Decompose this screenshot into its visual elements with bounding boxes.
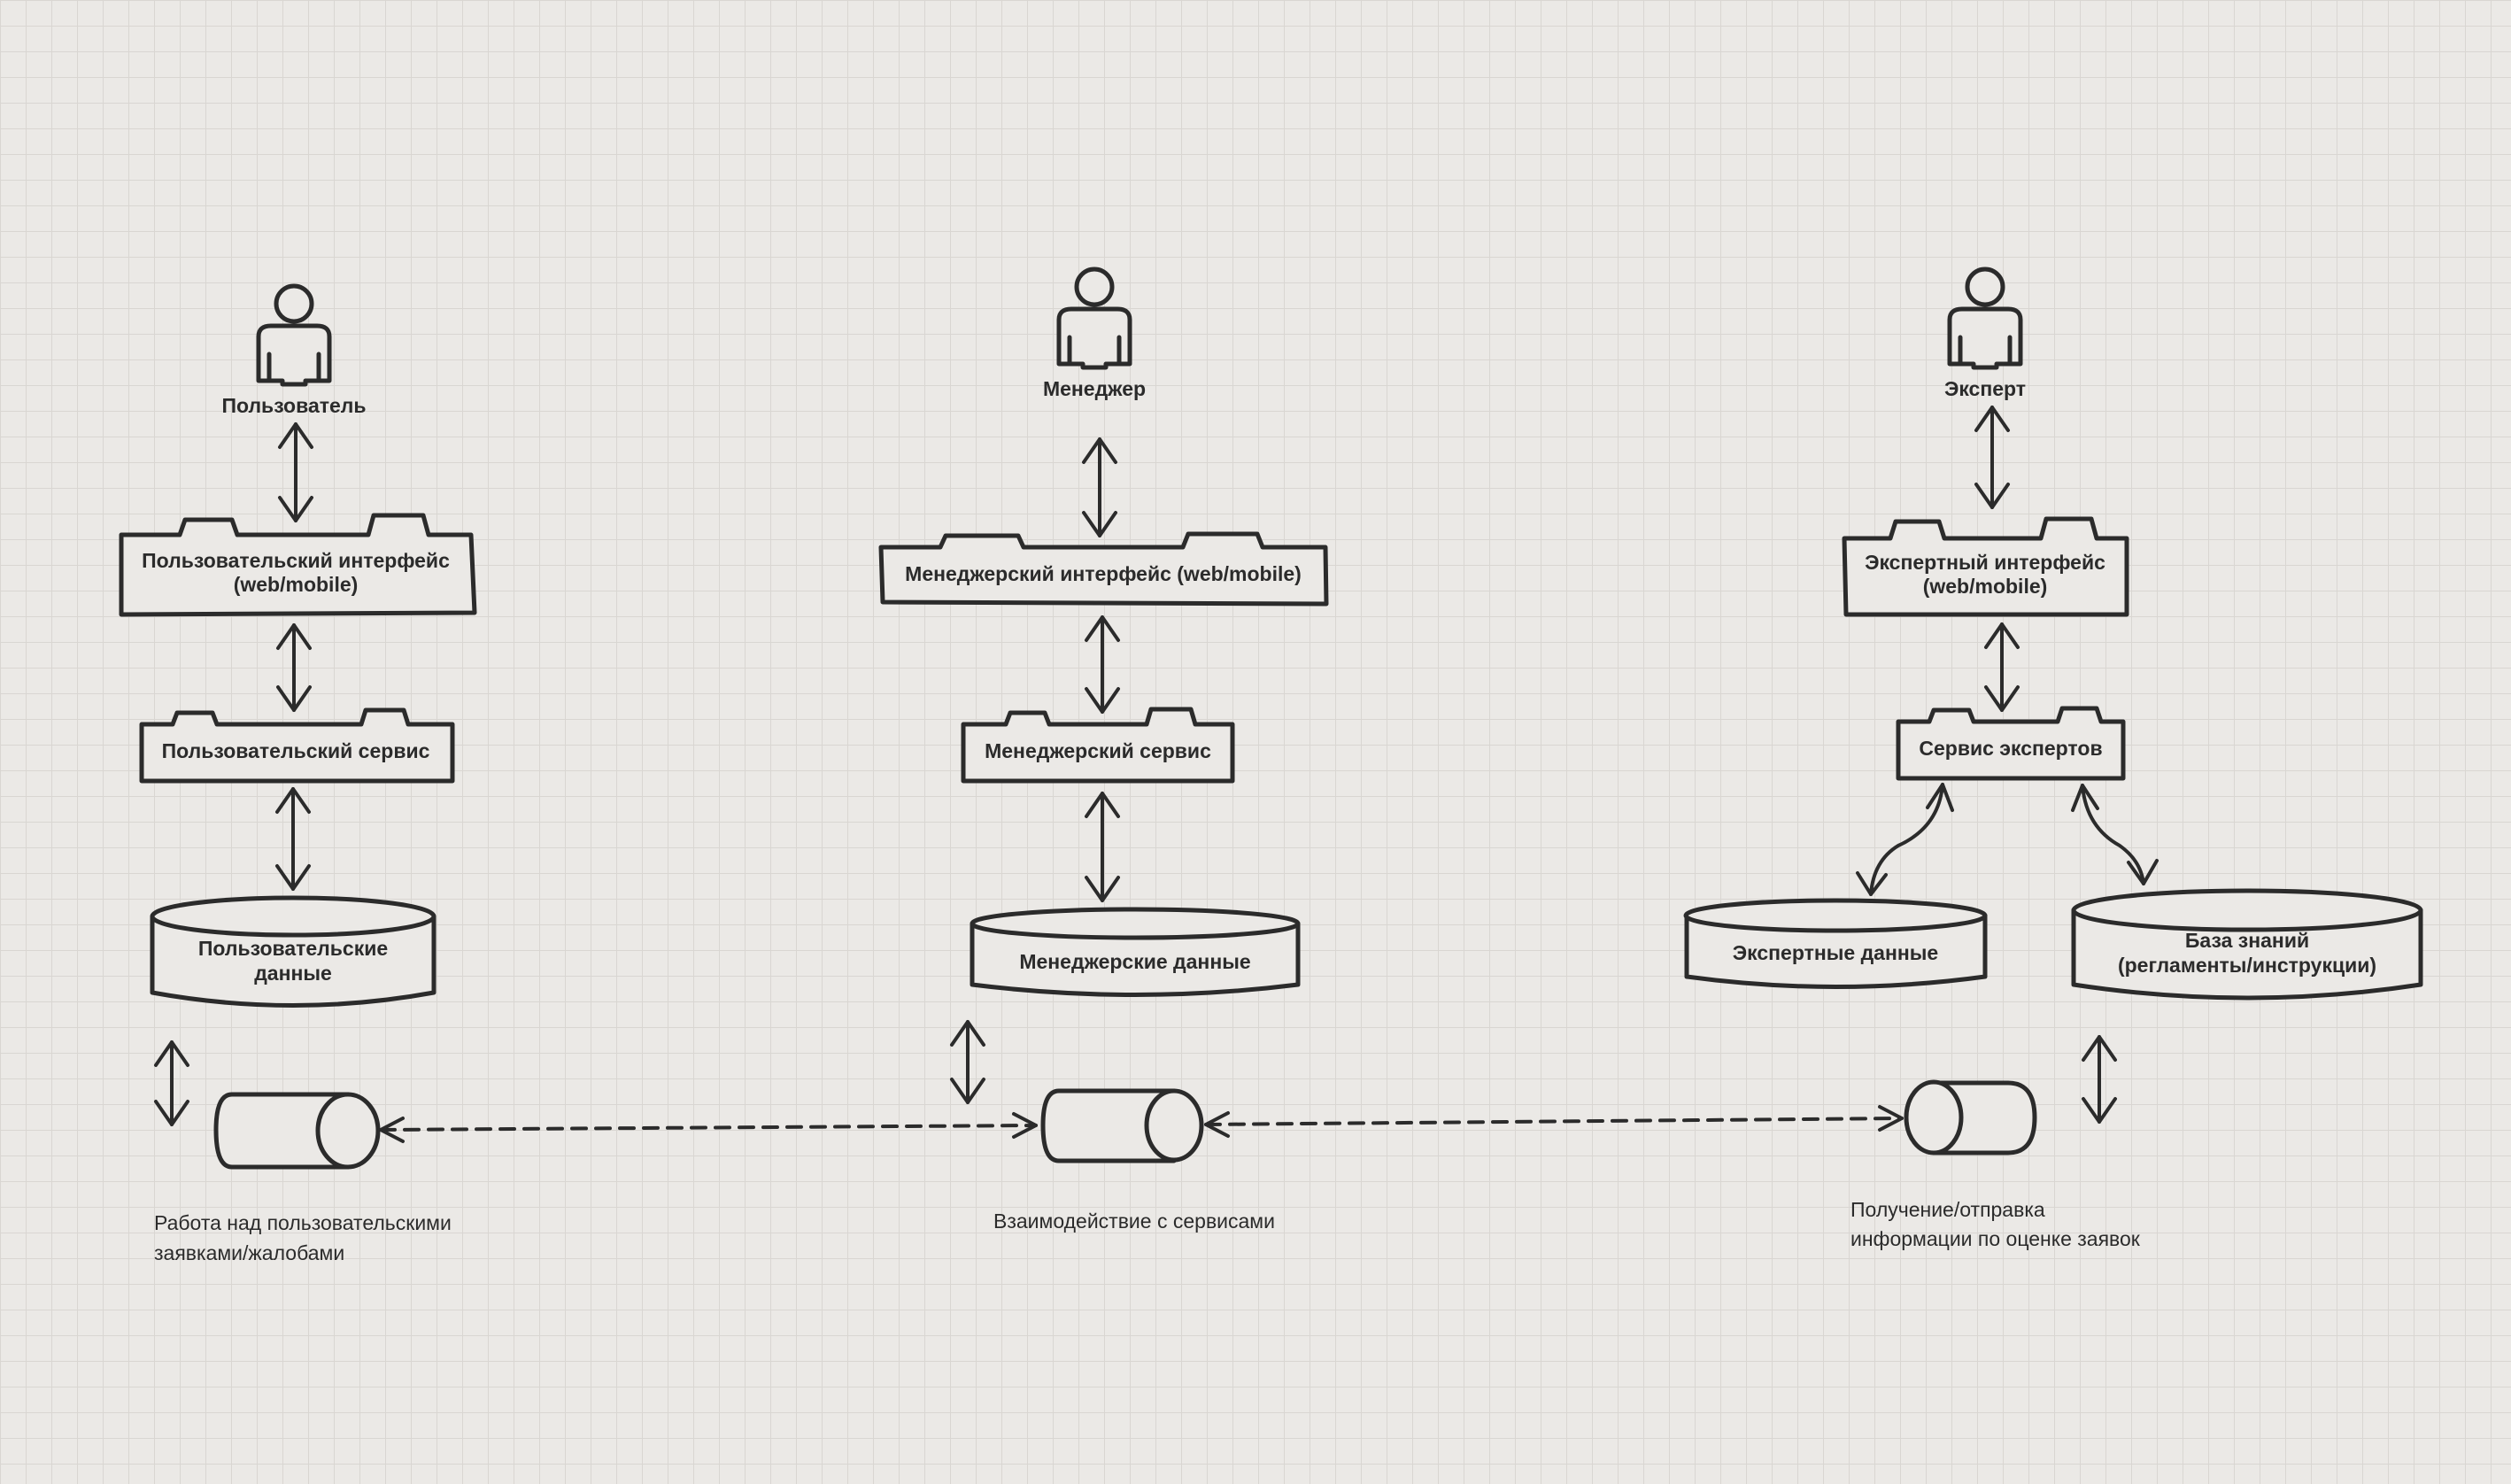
user-queue: [213, 1092, 381, 1170]
expert-interface-label-2: (web/mobile): [1923, 575, 2048, 598]
actor-user-label: Пользователь: [221, 394, 366, 417]
user-queue-note-2: заявками/жалобами: [154, 1241, 344, 1264]
manager-interface-label: Менеджерский интерфейс (web/mobile): [905, 562, 1302, 585]
arrow-user-database-queue: [154, 1040, 189, 1126]
knowledge-base-label-1: База знаний: [2185, 929, 2309, 952]
user-service-label: Пользовательский сервис: [162, 739, 430, 762]
user-database: [150, 895, 437, 1008]
arrow-user-service-database: [275, 787, 311, 891]
manager-queue: [1040, 1088, 1204, 1163]
arrow-manager-interface-service: [1085, 615, 1120, 714]
arrow-expert-actor-interface: [1974, 406, 2010, 509]
actor-expert-label: Эксперт: [1944, 377, 2026, 400]
knowledge-base-database: [2071, 888, 2423, 1001]
manager-queue-note: Взаимодействие с сервисами: [993, 1210, 1275, 1233]
user-interface-label-2: (web/mobile): [234, 573, 359, 596]
actor-manager-label: Менеджер: [1043, 377, 1146, 400]
arrow-knowledge-base-queue: [2082, 1035, 2117, 1124]
user-interface-component: [119, 513, 477, 617]
user-interface-label-1: Пользовательский интерфейс: [142, 549, 450, 572]
actor-user-icon: [256, 283, 332, 387]
actor-expert-icon: [1947, 267, 2023, 370]
arrow-expert-service-expert-database: [1856, 783, 1954, 896]
expert-interface-label-1: Экспертный интерфейс: [1865, 551, 2105, 574]
dashed-arrow-user-manager-queue: [379, 1112, 1038, 1143]
expert-database: [1683, 898, 1988, 989]
expert-queue: [1904, 1079, 2037, 1156]
arrow-user-actor-interface: [278, 422, 313, 522]
arrow-manager-actor-interface: [1082, 437, 1117, 537]
arrow-user-interface-service: [276, 623, 312, 712]
manager-database-label: Менеджерские данные: [1019, 950, 1250, 973]
arrow-manager-database-queue: [950, 1020, 985, 1104]
expert-service-label: Сервис экспертов: [1919, 737, 2102, 760]
manager-interface-component: [878, 531, 1329, 607]
user-queue-note-1: Работа над пользовательскими: [154, 1211, 452, 1234]
user-service-component: [139, 707, 455, 784]
expert-interface-component: [1842, 516, 2129, 617]
dashed-arrow-manager-expert-queue: [1204, 1105, 1904, 1138]
manager-service-component: [961, 707, 1235, 784]
user-database-label-1: Пользовательские: [198, 937, 388, 960]
manager-database: [970, 907, 1301, 997]
actor-manager-icon: [1056, 267, 1132, 370]
manager-service-label: Менеджерский сервис: [985, 739, 1211, 762]
expert-queue-note-1: Получение/отправка: [1850, 1198, 2045, 1221]
knowledge-base-label-2: (регламенты/инструкции): [2118, 954, 2376, 977]
arrow-manager-service-database: [1085, 792, 1120, 902]
user-database-label-2: данные: [254, 962, 332, 985]
expert-queue-note-2: информации по оценке заявок: [1850, 1227, 2141, 1250]
arrow-expert-service-knowledge-base: [2071, 784, 2159, 885]
arrow-expert-interface-service: [1984, 622, 2020, 712]
expert-database-label: Экспертные данные: [1733, 941, 1938, 964]
expert-service-component: [1896, 706, 2126, 781]
